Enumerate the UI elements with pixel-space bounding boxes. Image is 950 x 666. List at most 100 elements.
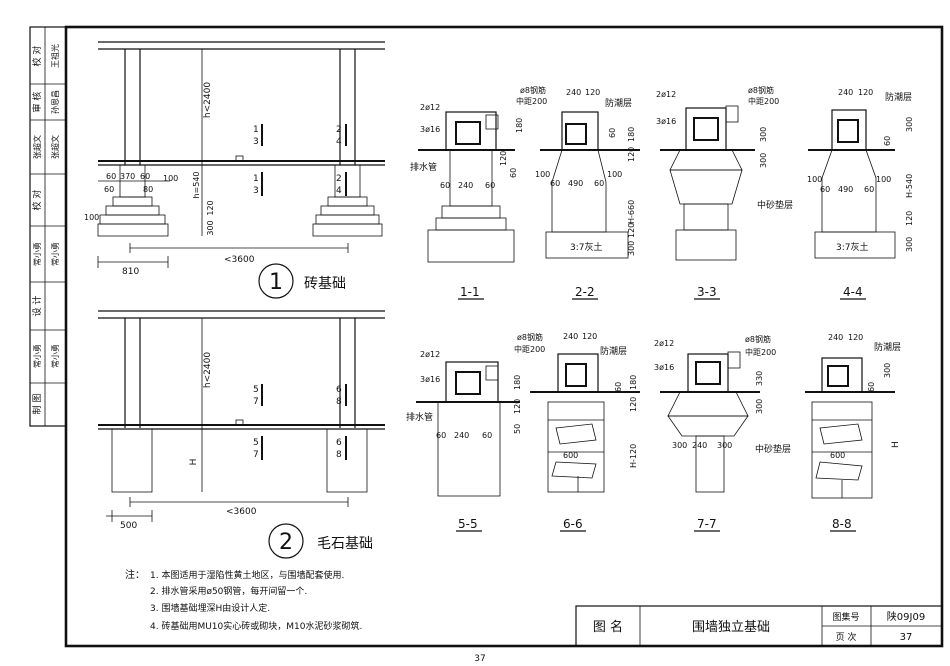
page-value: 37 [900,632,913,643]
s11-dim-120: 120 [499,151,508,166]
sheet-frame [64,25,944,648]
elev1-dim-300: 300 [206,220,215,235]
sidebar-label-8: 制 图 [31,394,43,415]
s33-spacing: 中距200 [748,96,779,106]
sidebar-label-2: 审 核 [31,92,43,113]
s55-dim-120: 120 [513,399,522,414]
s22-depth-300: 300 [627,241,636,256]
elevation-2: h<2400 H 500 <3600 5 7 5 7 6 8 6 8 2 毛石基… [98,310,385,559]
elev1-dim-100a: 100 [163,174,178,183]
elev1-cut-4-top: 4 [336,137,342,147]
title-name-label: 图 名 [593,619,623,635]
s33-dim-300a: 300 [759,127,768,142]
s66-depth-60: 60 [614,382,623,392]
section-7-7: 2ø12 3ø16 ø8钢筋 中距200 300 240 300 330 300… [654,334,791,532]
s88-base: 600 [830,451,845,460]
s44-depth-H540: H-540 [905,174,914,198]
section-4-4: 240 120 防潮层 100 60 490 60 100 300 60 H-5… [807,88,914,300]
s44-fill: 3:7灰土 [836,241,869,253]
s22-base-100b: 100 [607,170,622,179]
sidebar-label-1: 校 对 [31,46,43,67]
elev2-caption: 毛石基础 [317,535,373,552]
s22-depth-60: 60 [608,128,617,138]
s66-depth-120: 120 [629,397,638,412]
page-number: 37 [474,654,485,664]
section-2-2: 240 120 ø8钢筋 中距200 防潮层 100 60 490 60 100… [516,85,640,300]
elev1-cut-3-bot: 3 [253,186,259,196]
s11-rebar-top: 2ø12 [420,103,440,112]
s66-base: 600 [563,451,578,460]
s44-depth-300a: 300 [905,117,914,132]
note-2: 2. 排水管采用ø50钢管，每开间留一个. [150,585,307,597]
notes-block: 注： 1. 本图适用于湿陷性黄土地区，与围墙配套使用. 2. 排水管采用ø50钢… [125,568,362,632]
elev1-caption: 砖基础 [304,275,346,292]
s66-spacing: 中距200 [514,344,545,354]
s55-dim-180: 180 [513,375,522,390]
s55-dim-240: 240 [454,431,469,440]
sidebar-label-4: 校 对 [31,190,43,211]
s88-dpc: 防潮层 [874,341,901,353]
s11-dim-240: 240 [458,181,473,190]
elev2-cut-6-bot: 6 [336,438,342,448]
section-8-8: 240 120 防潮层 300 60 H 600 8-8 [805,333,901,532]
s77-stirrup: ø8钢筋 [745,334,771,344]
sidebar-label-3: 张超文 [32,135,42,159]
s33-rebar-bot: 3ø16 [656,117,676,126]
note-1: 1. 本图适用于湿陷性黄土地区，与围墙配套使用. [150,569,344,581]
elev2-span-label: <3600 [226,507,257,517]
s88-width-240: 240 [828,333,843,342]
s22-base-490: 490 [568,179,583,188]
s55-dim-60b: 60 [482,431,492,440]
s22-width-120: 120 [585,88,600,97]
s22-stirrup: ø8钢筋 [520,85,546,95]
section-1-1: 2ø12 3ø16 排水管 180 60 120 60 240 60 1-1 [410,103,524,300]
s77-dim-240: 240 [692,441,707,450]
elev1-dim-370: 370 [120,172,135,181]
notes-prefix: 注： [125,568,145,581]
s88-depth-60: 60 [867,382,876,392]
s77-dim-300c: 300 [755,399,764,414]
sidebar-signature-7: 常小勇 [51,344,60,368]
sidebar-signature-5: 常小勇 [51,242,60,266]
s44-depth-120: 120 [905,211,914,226]
title-block: 图 名 围墙独立基础 图集号 陕09J09 页 次 37 [575,605,943,647]
elev1-dim-80: 80 [143,185,153,194]
elev1-cut-1-top: 1 [253,125,259,135]
s77-dim-300b: 300 [717,441,732,450]
title-text: 围墙独立基础 [692,620,770,635]
elev2-height-label: h<2400 [203,352,213,388]
s22-base-100a: 100 [535,170,550,179]
sidebar-label-5: 常小勇 [33,242,42,266]
s22-depth-120b: 120 [627,223,636,238]
atlas-label: 图集号 [832,611,859,623]
s55-title: 5-5 [458,517,478,531]
elev1-cut-1-bot: 1 [253,174,259,184]
s66-width-120: 120 [582,332,597,341]
s88-depth-H: H [891,441,901,448]
s66-depth-180: 180 [629,375,638,390]
s11-drain: 排水管 [410,161,437,173]
s44-title: 4-4 [843,285,863,299]
s88-depth-300: 300 [883,363,892,378]
elev2-circle [268,523,304,559]
s77-title: 7-7 [697,517,717,531]
elev2-cut-5-top: 5 [253,385,259,395]
s11-dim-60b: 60 [440,181,450,190]
elev1-span-label: <3600 [224,255,255,265]
elev1-cut-2-bot: 2 [336,174,342,184]
s22-depth-180: 180 [627,127,636,142]
s44-base-100a: 100 [807,175,822,184]
s33-stirrup: ø8钢筋 [748,85,774,95]
sidebar-signature-1: 王祖光 [50,44,60,68]
elev2-cut-7-top: 7 [253,397,259,407]
note-4: 4. 砖基础用MU10实心砖或砌块，M10水泥砂浆砌筑. [150,620,362,632]
elev1-dim-60c: 60 [104,185,114,194]
s44-dpc: 防潮层 [885,91,912,103]
s44-base-100b: 100 [876,175,891,184]
s55-dim-50: 50 [513,424,522,434]
s66-title: 6-6 [563,517,583,531]
section-5-5: 2ø12 3ø16 排水管 60 240 60 180 120 50 5-5 [406,350,522,532]
elev2-number: 2 [279,530,293,555]
s11-rebar-bot: 3ø16 [420,125,440,134]
